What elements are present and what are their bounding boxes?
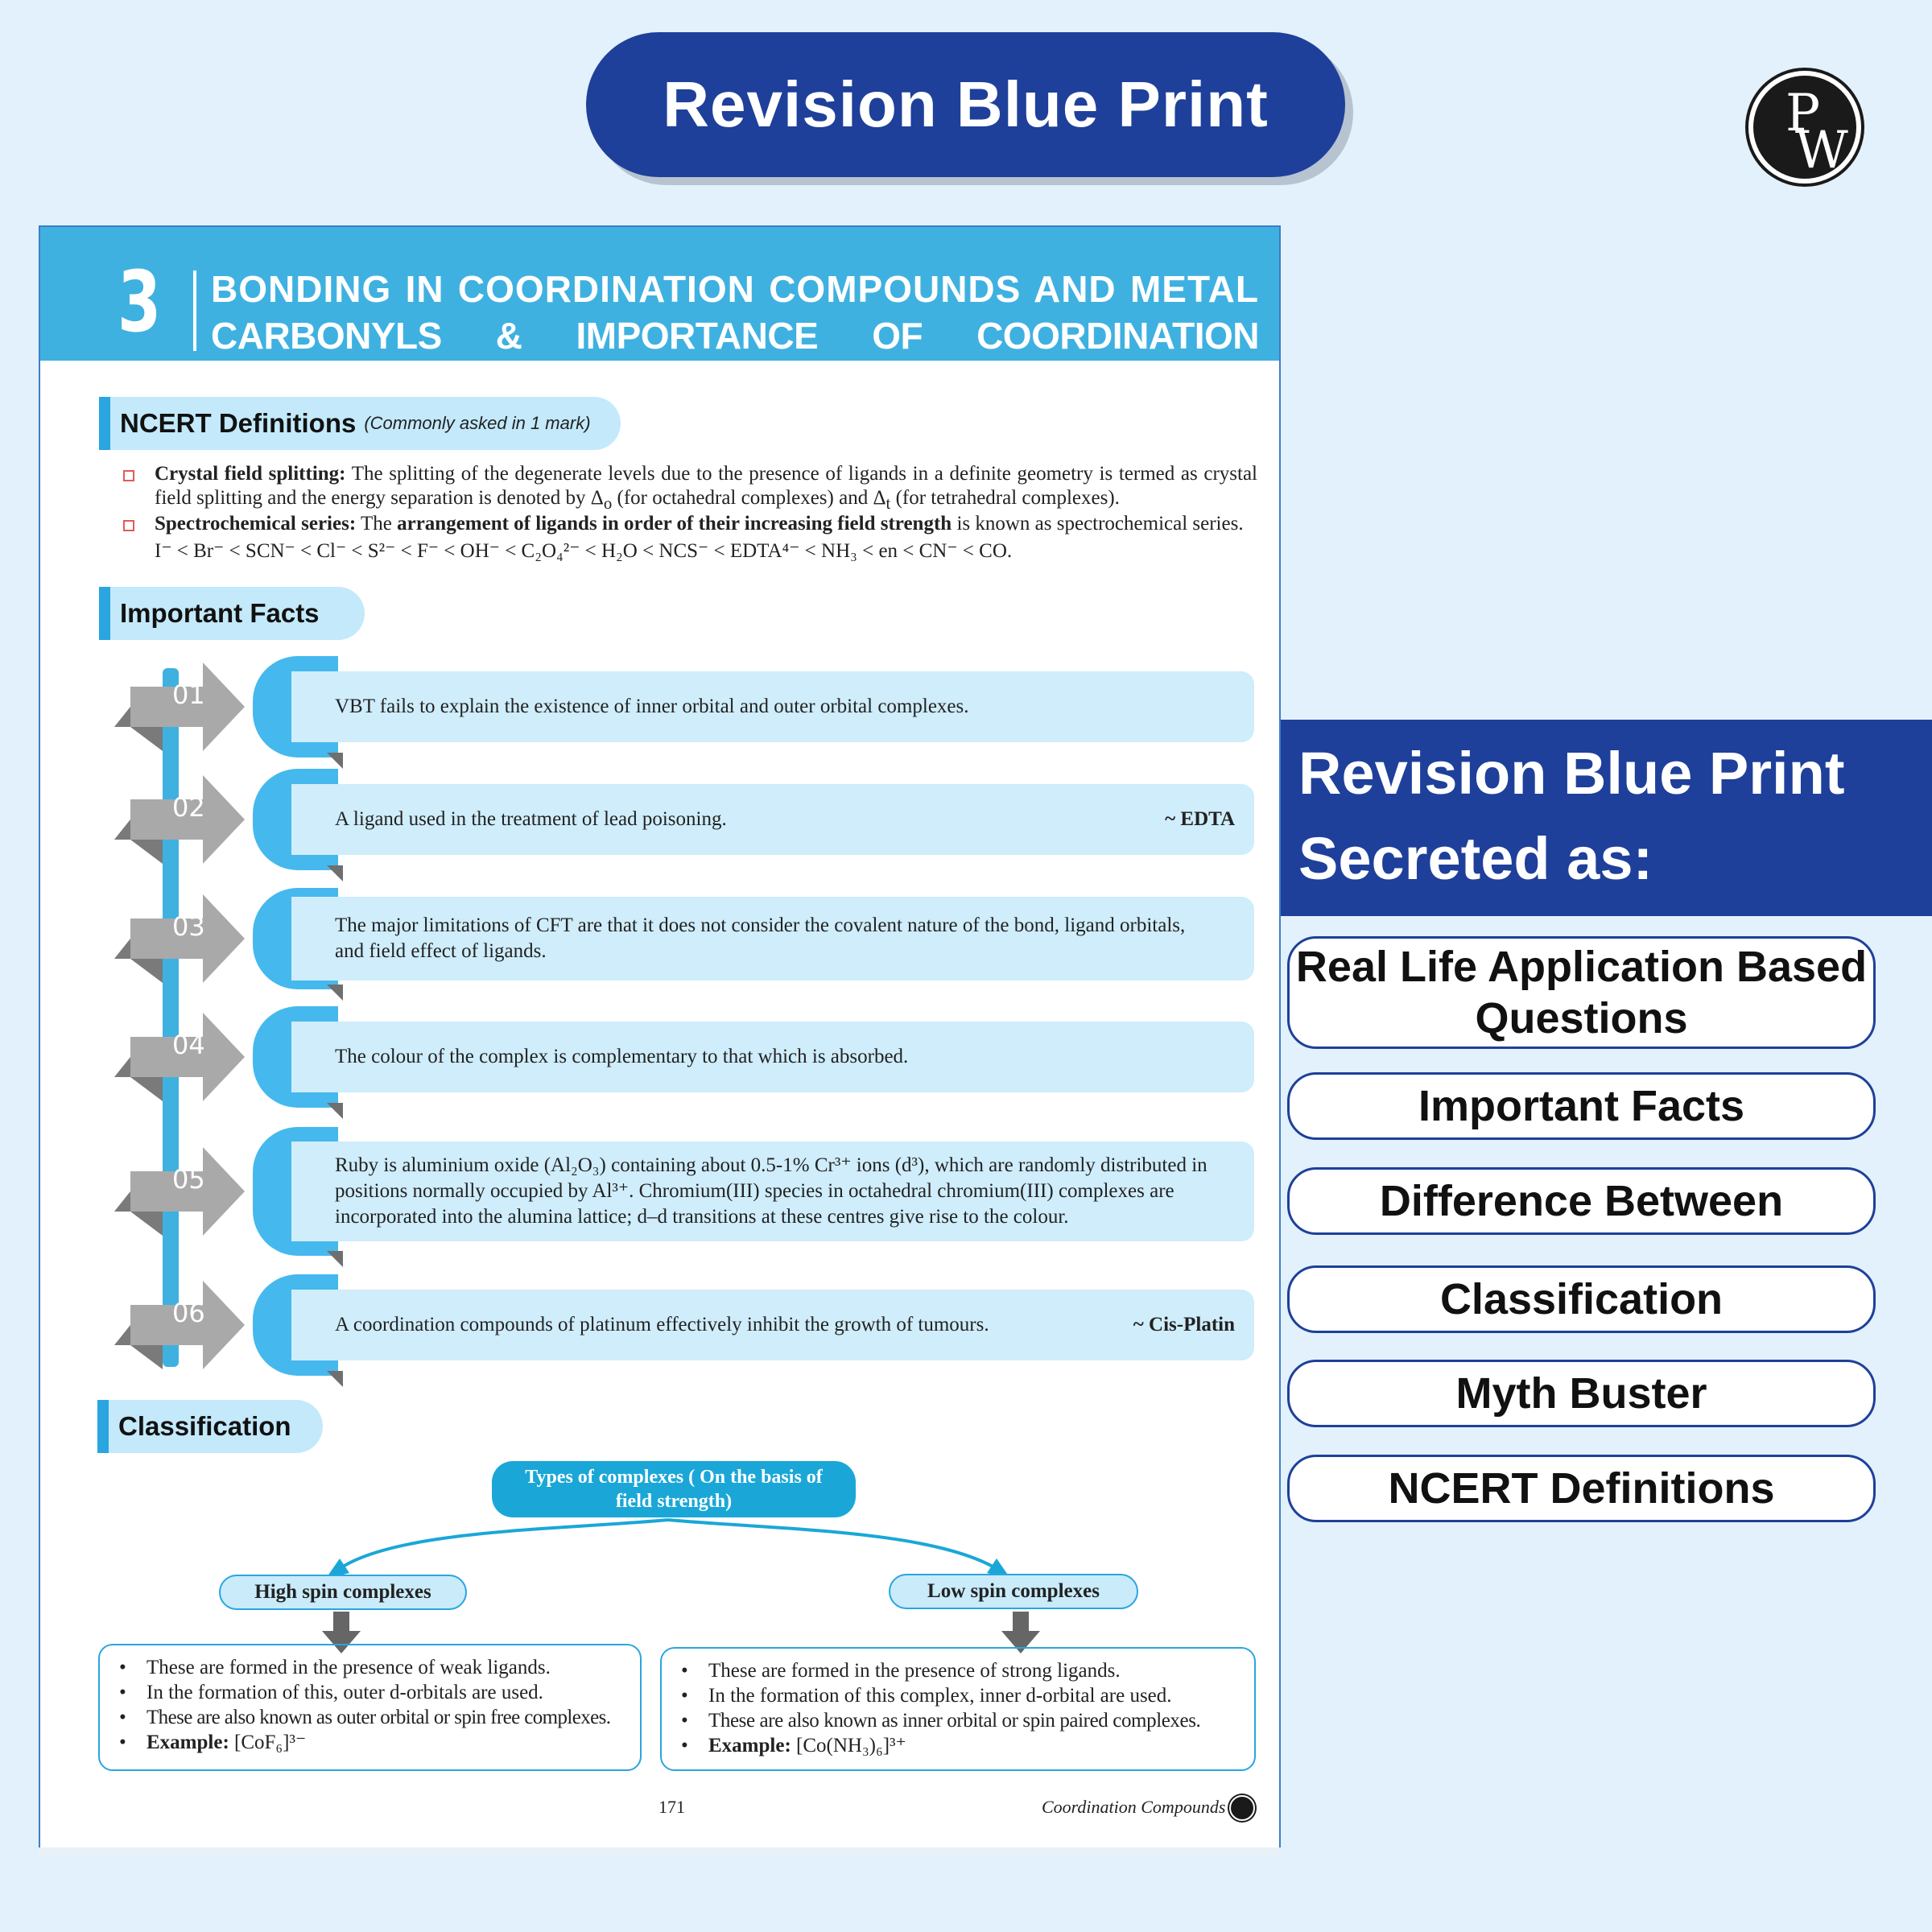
panel-title-line2: Secreted as: [1298, 825, 1653, 892]
high-spin-node: High spin complexes [219, 1575, 467, 1610]
fact-arrow-icon [114, 1147, 245, 1236]
def2-term: Spectrochemical series: [155, 513, 357, 535]
chapter-header: 3 BONDING IN COORDINATION COMPOUNDS AND … [40, 227, 1279, 403]
fact-box: VBT fails to explain the existence of in… [291, 671, 1254, 742]
fact-arrow-icon [114, 1281, 245, 1369]
def1-text: The splitting of the degenerate levels d… [155, 463, 1257, 509]
fact-arrow-icon [114, 775, 245, 864]
definition-spectrochemical: Spectrochemical series: The arrangement … [155, 512, 1257, 536]
secreted-panel: Revision Blue Print Secreted as: [1281, 720, 1932, 916]
low-spin-list: These are formed in the presence of stro… [660, 1647, 1256, 1771]
def1-text2: (for octahedral complexes) and Δ [612, 487, 886, 509]
panel-title-line1: Revision Blue Print [1298, 740, 1845, 807]
down-arrow-icon [1001, 1612, 1040, 1653]
def1-text3: (for tetrahedral complexes). [890, 487, 1120, 509]
top-banner-title: Revision Blue Print [586, 32, 1345, 177]
classification-heading: Classification [118, 1411, 291, 1441]
square-bullet-icon [123, 520, 134, 531]
classification-tab: Classification [97, 1400, 323, 1453]
def2-bold: arrangement of ligands in order of their… [397, 513, 952, 535]
low-spin-item: In the formation of this complex, inner … [678, 1683, 1245, 1708]
high-spin-item: These are formed in the presence of weak… [116, 1655, 630, 1680]
important-facts-tab: Important Facts [99, 587, 365, 640]
chapter-title: BONDING IN COORDINATION COMPOUNDS AND ME… [211, 266, 1260, 406]
chapter-title-line2: CARBONYLS & IMPORTANCE OF COORDINATION C… [211, 315, 1260, 403]
ncert-definitions-tab: NCERT Definitions (Commonly asked in 1 m… [99, 397, 621, 450]
fact-box: The colour of the complex is complementa… [291, 1022, 1254, 1092]
ncert-subheading: (Commonly asked in 1 mark) [364, 413, 591, 433]
high-spin-item: These are also known as outer orbital or… [116, 1705, 630, 1730]
def1-term: Crystal field splitting: [155, 463, 346, 485]
arrow-left-icon [325, 1558, 349, 1579]
fact-cap-fold [327, 753, 343, 769]
fact-arrow-icon [114, 894, 245, 983]
footer-subject: Coordination Compounds [1042, 1797, 1226, 1817]
facts-heading: Important Facts [120, 598, 320, 628]
fact-arrow-icon [114, 1013, 245, 1101]
fact-answer: ~ EDTA [1165, 808, 1235, 830]
fact-cap-fold [327, 1251, 343, 1267]
fact-box: Ruby is aluminium oxide (Al₂O₃) containi… [291, 1141, 1254, 1241]
example-label: Example: [708, 1735, 791, 1757]
fact-box: A ligand used in the treatment of lead p… [291, 784, 1254, 855]
fact-number: 05 [172, 1164, 205, 1195]
fact-answer: ~ Cis-Platin [1133, 1314, 1235, 1335]
low-spin-example: Example: [Co(NH₃)₆]³⁺ [678, 1733, 1245, 1758]
fact-cap-fold [327, 985, 343, 1001]
pill-classification: Classification [1287, 1265, 1876, 1333]
def2-text-b: is known as spectrochemical series. [956, 513, 1244, 535]
high-spin-item: In the formation of this, outer d-orbita… [116, 1680, 630, 1705]
example-formula: [Co(NH₃)₆]³⁺ [796, 1735, 906, 1757]
logo-letter-w: W [1795, 121, 1848, 180]
fact-cap-fold [327, 1103, 343, 1119]
chapter-number: 3 [118, 253, 162, 351]
def2-text-a: The [360, 513, 392, 535]
fact-number: 01 [172, 679, 205, 710]
fact-text: Ruby is aluminium oxide (Al₂O₃) containi… [335, 1154, 1208, 1228]
fact-arrow-icon [114, 663, 245, 751]
pill-myth-buster: Myth Buster [1287, 1360, 1876, 1427]
low-spin-node: Low spin complexes [889, 1574, 1138, 1609]
page-number: 171 [658, 1797, 685, 1817]
example-formula: [CoF₆]³⁻ [234, 1732, 307, 1753]
fact-text: VBT fails to explain the existence of in… [335, 696, 969, 717]
chapter-title-line1: BONDING IN COORDINATION COMPOUNDS AND ME… [211, 268, 1259, 310]
pill-real-life: Real Life Application Based Questions [1287, 936, 1876, 1049]
classification-connectors [325, 1518, 1011, 1579]
def1-sub2: t [886, 493, 891, 513]
fact-number: 03 [172, 911, 205, 942]
fact-text: A coordination compounds of platinum eff… [335, 1314, 989, 1335]
ncert-heading: NCERT Definitions [120, 408, 357, 438]
low-spin-item: These are formed in the presence of stro… [678, 1658, 1245, 1683]
fact-text: The colour of the complex is complementa… [335, 1046, 909, 1067]
page-bottom-strip [39, 1847, 1281, 1857]
pill-ncert-definitions: NCERT Definitions [1287, 1455, 1876, 1522]
logo-letter-p: P [1785, 84, 1821, 143]
footer-logo-icon [1229, 1795, 1255, 1821]
fact-cap-fold [327, 1371, 343, 1387]
fact-box: The major limitations of CFT are that it… [291, 897, 1254, 980]
low-spin-item: These are also known as inner orbital or… [678, 1708, 1245, 1733]
square-bullet-icon [123, 470, 134, 481]
chapter-divider [193, 270, 196, 351]
fact-number: 02 [172, 792, 205, 823]
fact-box: A coordination compounds of platinum eff… [291, 1290, 1254, 1360]
definition-crystal-field: Crystal field splitting: The splitting o… [155, 462, 1257, 515]
pill-difference-between: Difference Between [1287, 1167, 1876, 1235]
example-label: Example: [147, 1732, 229, 1753]
high-spin-list: These are formed in the presence of weak… [98, 1644, 642, 1771]
fact-text: A ligand used in the treatment of lead p… [335, 808, 727, 830]
pw-logo-icon: P W [1748, 71, 1861, 184]
fact-text: The major limitations of CFT are that it… [335, 914, 1186, 962]
classification-root: Types of complexes ( On the basis of fie… [492, 1461, 856, 1517]
spectrochemical-series: I⁻ < Br⁻ < SCN⁻ < Cl⁻ < S²⁻ < F⁻ < OH⁻ <… [155, 540, 1013, 562]
high-spin-example: Example: [CoF₆]³⁻ [116, 1730, 630, 1755]
fact-cap-fold [327, 865, 343, 881]
pill-important-facts: Important Facts [1287, 1072, 1876, 1140]
fact-number: 04 [172, 1030, 205, 1060]
down-arrow-icon [322, 1612, 361, 1653]
fact-number: 06 [172, 1298, 205, 1328]
def1-sub: o [603, 493, 613, 513]
